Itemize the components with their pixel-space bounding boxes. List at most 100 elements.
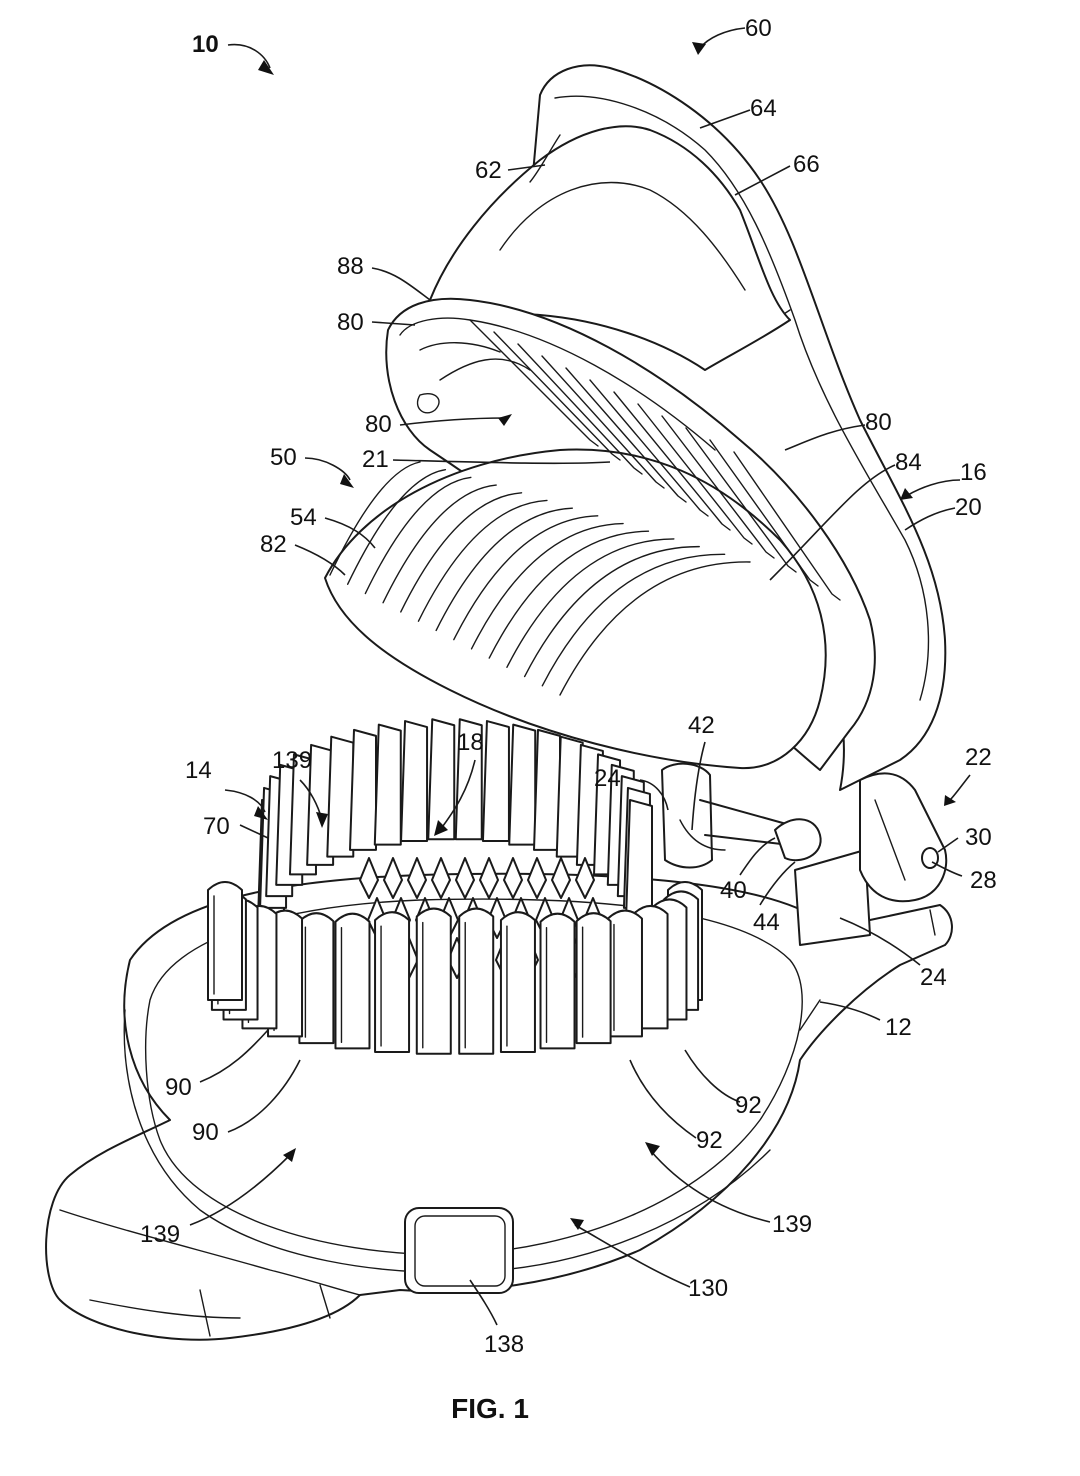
label-90-b: 90 (192, 1119, 219, 1146)
label-84: 84 (895, 449, 922, 476)
label-16: 16 (960, 459, 987, 486)
label-10: 10 (192, 31, 219, 58)
back-blade (373, 723, 402, 846)
hinge-assembly (661, 762, 948, 946)
back-blade (555, 735, 584, 858)
label-80-a: 80 (337, 309, 364, 336)
dome-groove (453, 515, 599, 641)
inner-fin (551, 857, 571, 899)
lid-rib (709, 439, 819, 587)
inner-fin (455, 857, 475, 899)
lid-rib (733, 451, 841, 601)
label-14: 14 (185, 757, 212, 784)
back-blade (533, 728, 561, 851)
label-66: 66 (793, 151, 820, 178)
leader-lines (189, 27, 971, 1326)
label-30: 30 (965, 824, 992, 851)
back-blade (481, 720, 510, 843)
label-92-a: 92 (735, 1092, 762, 1119)
label-22: 22 (965, 744, 992, 771)
blade-cradle (207, 718, 703, 1055)
inner-fin (359, 857, 379, 899)
dome-groove (559, 561, 751, 696)
back-blade (508, 723, 537, 846)
label-62: 62 (475, 157, 502, 184)
label-64: 64 (750, 95, 777, 122)
front-blade (374, 911, 411, 1053)
inner-fin (575, 857, 595, 899)
cutter-dome (324, 319, 841, 770)
label-24-b: 24 (920, 964, 947, 991)
dome-groove (364, 476, 472, 595)
lid-rib (685, 427, 797, 573)
dome-groove (346, 468, 447, 585)
lid-rib (589, 379, 709, 517)
label-82: 82 (260, 531, 287, 558)
back-blade (349, 728, 377, 851)
label-18: 18 (457, 729, 484, 756)
inner-fin (431, 857, 451, 899)
label-24-a: 24 (594, 765, 621, 792)
front-blade (207, 881, 243, 1001)
label-130: 130 (688, 1275, 728, 1302)
label-44: 44 (753, 909, 780, 936)
lid-rib (541, 355, 665, 489)
back-blade (400, 720, 429, 843)
label-20: 20 (955, 494, 982, 521)
front-blade (415, 907, 452, 1055)
dome-groove (470, 522, 624, 650)
label-139-a: 139 (272, 747, 312, 774)
front-blade (575, 912, 612, 1045)
label-21: 21 (362, 446, 389, 473)
dome-groove (541, 553, 726, 687)
lid-rib (469, 319, 599, 447)
inner-fin (407, 857, 427, 899)
lid-rib (565, 367, 687, 503)
label-70: 70 (203, 813, 230, 840)
label-50: 50 (270, 444, 297, 471)
dome-groove (382, 484, 497, 604)
lid-rib (493, 331, 621, 461)
label-12: 12 (885, 1014, 912, 1041)
label-80-b: 80 (365, 411, 392, 438)
dome-groove (506, 538, 675, 669)
lid-rib (661, 415, 775, 559)
front-blade (499, 911, 536, 1053)
label-139-c: 139 (772, 1211, 812, 1238)
latch-button (404, 1207, 514, 1294)
inner-fin (527, 857, 547, 899)
reference-labels: 10 60 62 64 66 88 80 80 21 80 84 50 54 8… (140, 15, 997, 1358)
label-90-a: 90 (165, 1074, 192, 1101)
label-54: 54 (290, 504, 317, 531)
inner-fin (479, 857, 499, 899)
dome-groove (400, 492, 523, 613)
label-92-b: 92 (696, 1127, 723, 1154)
front-blade (298, 912, 335, 1045)
label-42: 42 (688, 712, 715, 739)
label-88: 88 (337, 253, 364, 280)
front-blade (458, 907, 495, 1055)
lid-rib (613, 391, 731, 531)
dome-groove (435, 507, 574, 632)
inner-fin (503, 857, 523, 899)
label-139-b: 139 (140, 1221, 180, 1248)
label-80-c: 80 (865, 409, 892, 436)
dome-groove (488, 530, 650, 659)
back-blade (625, 799, 653, 921)
front-blade (606, 909, 643, 1038)
label-138: 138 (484, 1331, 524, 1358)
arrowheads (254, 42, 956, 1230)
lid-rib (517, 343, 643, 475)
lid-rib (637, 403, 753, 545)
label-60: 60 (745, 15, 772, 42)
dome-groove (329, 461, 421, 576)
front-blade (334, 912, 371, 1050)
figure-caption: FIG. 1 (451, 1393, 529, 1424)
back-blade (427, 718, 456, 841)
label-28: 28 (970, 867, 997, 894)
dome-groove (417, 499, 548, 622)
label-40: 40 (720, 877, 747, 904)
dome-groove (523, 545, 700, 678)
front-blade (539, 912, 576, 1050)
